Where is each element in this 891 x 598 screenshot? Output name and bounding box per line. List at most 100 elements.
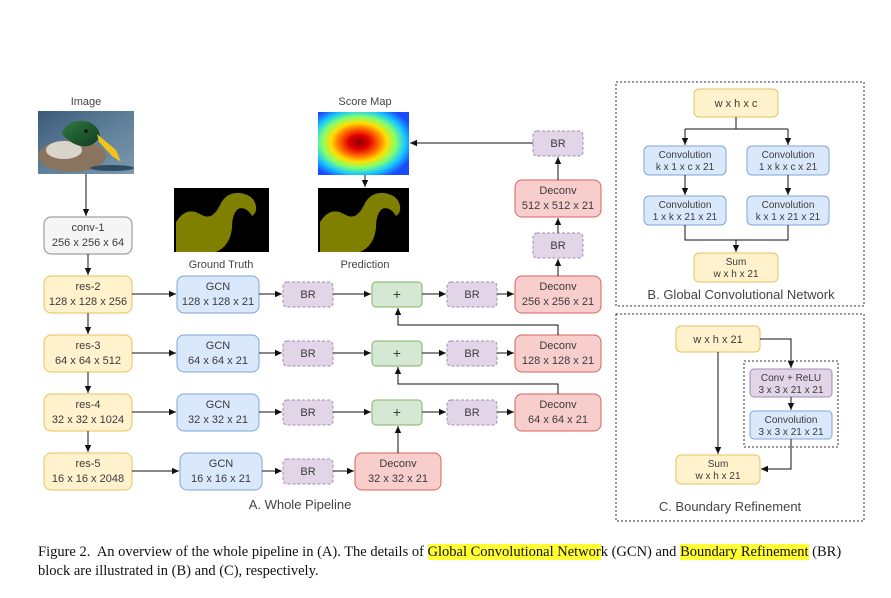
figure-caption: Figure 2. An overview of the whole pipel… bbox=[38, 543, 868, 581]
ground-truth-label: Ground Truth bbox=[189, 259, 254, 271]
svg-text:GCN: GCN bbox=[206, 281, 231, 293]
svg-text:+: + bbox=[393, 286, 401, 302]
svg-text:16 x 16 x 2048: 16 x 16 x 2048 bbox=[52, 473, 124, 485]
deconv-block-row2: Deconv 256 x 256 x 21 bbox=[514, 275, 602, 314]
gcn-conv-right-2: Convolution k x 1 x 21 x 21 bbox=[746, 195, 830, 226]
gcn-sum: Sum w x h x 21 bbox=[693, 252, 779, 283]
caption-text-1: An overview of the whole pipeline in (A)… bbox=[96, 544, 428, 560]
br-block-row3-a: BR bbox=[282, 340, 334, 367]
svg-text:res-2: res-2 bbox=[75, 281, 100, 293]
pipeline-arrows bbox=[82, 139, 562, 475]
deconv-block-top: Deconv 512 x 512 x 21 bbox=[514, 179, 602, 218]
svg-text:+: + bbox=[393, 345, 401, 361]
svg-text:BR: BR bbox=[300, 289, 315, 301]
svg-text:Sum: Sum bbox=[708, 459, 729, 470]
svg-text:conv-1: conv-1 bbox=[71, 222, 104, 234]
gcn-input: w x h x c bbox=[693, 88, 779, 118]
svg-text:Convolution: Convolution bbox=[659, 200, 712, 211]
svg-text:Deconv: Deconv bbox=[539, 281, 577, 293]
svg-text:1 x k x 21 x 21: 1 x k x 21 x 21 bbox=[653, 212, 718, 223]
gcn-conv-left-1: Convolution k x 1 x c x 21 bbox=[643, 145, 727, 176]
ground-truth-image bbox=[174, 188, 269, 252]
svg-text:BR: BR bbox=[464, 289, 479, 301]
svg-text:BR: BR bbox=[300, 348, 315, 360]
svg-text:BR: BR bbox=[550, 138, 565, 150]
deconv-block-row3: Deconv 128 x 128 x 21 bbox=[514, 334, 602, 373]
caption-highlight-gcn: Global Convolutional Networ bbox=[427, 544, 601, 560]
br-block-row3-b: BR bbox=[446, 340, 498, 367]
svg-text:k x 1 x c x 21: k x 1 x c x 21 bbox=[656, 162, 715, 173]
svg-text:1 x k x c x 21: 1 x k x c x 21 bbox=[759, 162, 818, 173]
br-block-row4-b: BR bbox=[446, 399, 498, 426]
svg-text:32 x 32 x 1024: 32 x 32 x 1024 bbox=[52, 414, 124, 426]
caption-text-3: (BR) block are illustrated in (B) and (C… bbox=[38, 544, 842, 579]
svg-text:64 x 64 x 512: 64 x 64 x 512 bbox=[55, 355, 121, 367]
svg-text:w x h x 21: w x h x 21 bbox=[694, 471, 740, 482]
svg-text:+: + bbox=[393, 404, 401, 420]
svg-text:BR: BR bbox=[464, 407, 479, 419]
res4-block: res-4 32 x 32 x 1024 bbox=[43, 393, 133, 432]
br-block-top-1: BR bbox=[532, 130, 584, 157]
svg-text:GCN: GCN bbox=[209, 458, 234, 470]
score-map-label: Score Map bbox=[338, 96, 391, 108]
svg-text:128 x 128 x 21: 128 x 128 x 21 bbox=[522, 355, 594, 367]
svg-text:GCN: GCN bbox=[206, 340, 231, 352]
res3-block: res-3 64 x 64 x 512 bbox=[43, 334, 133, 373]
caption-highlight-br: Boundary Refinement bbox=[680, 544, 809, 560]
br-panel bbox=[615, 313, 865, 522]
br-block-row4-a: BR bbox=[282, 399, 334, 426]
prediction-label: Prediction bbox=[341, 259, 390, 271]
gcn-title: B. Global Convolutional Network bbox=[647, 287, 835, 302]
svg-text:Deconv: Deconv bbox=[539, 399, 577, 411]
br-input: w x h x 21 bbox=[675, 325, 761, 353]
svg-text:256 x 256 x 21: 256 x 256 x 21 bbox=[522, 296, 594, 308]
svg-text:3 x 3 x 21 x 21: 3 x 3 x 21 x 21 bbox=[758, 385, 823, 396]
svg-text:Convolution: Convolution bbox=[765, 415, 818, 426]
deconv-block-row5: Deconv 32 x 32 x 21 bbox=[354, 452, 442, 491]
svg-text:16 x 16 x 21: 16 x 16 x 21 bbox=[191, 473, 251, 485]
svg-text:Sum: Sum bbox=[726, 257, 747, 268]
svg-text:3 x 3 x 21 x 21: 3 x 3 x 21 x 21 bbox=[758, 427, 823, 438]
gcn-conv-left-2: Convolution 1 x k x 21 x 21 bbox=[643, 195, 727, 226]
caption-text-2: k (GCN) and bbox=[600, 544, 681, 560]
caption-lead: Figure 2. bbox=[38, 544, 91, 560]
br-block-row2-b: BR bbox=[446, 281, 498, 308]
svg-text:w x h x c: w x h x c bbox=[714, 98, 758, 110]
res5-block: res-5 16 x 16 x 2048 bbox=[43, 452, 133, 491]
svg-text:32 x 32 x 21: 32 x 32 x 21 bbox=[368, 473, 428, 485]
gcn-block-row4: GCN 32 x 32 x 21 bbox=[176, 393, 260, 432]
svg-text:Deconv: Deconv bbox=[379, 458, 417, 470]
br-block-row2-a: BR bbox=[282, 281, 334, 308]
svg-text:k x 1 x 21 x 21: k x 1 x 21 x 21 bbox=[756, 212, 821, 223]
deconv-block-row4: Deconv 64 x 64 x 21 bbox=[514, 393, 602, 432]
svg-text:64 x 64 x 21: 64 x 64 x 21 bbox=[528, 414, 588, 426]
sum-node-row4: + bbox=[371, 399, 423, 426]
gcn-block-row2: GCN 128 x 128 x 21 bbox=[176, 275, 260, 314]
br-conv-relu: Conv + ReLU 3 x 3 x 21 x 21 bbox=[749, 368, 833, 398]
gcn-arrows bbox=[681, 117, 792, 252]
svg-text:BR: BR bbox=[464, 348, 479, 360]
br-arrows bbox=[714, 338, 795, 473]
svg-text:BR: BR bbox=[300, 466, 315, 478]
br-residual-group bbox=[743, 360, 839, 448]
svg-text:res-5: res-5 bbox=[75, 458, 100, 470]
svg-text:64 x 64 x 21: 64 x 64 x 21 bbox=[188, 355, 248, 367]
gcn-block-row5: GCN 16 x 16 x 21 bbox=[179, 452, 263, 491]
svg-text:w x h x 21: w x h x 21 bbox=[712, 269, 758, 280]
gcn-conv-right-1: Convolution 1 x k x c x 21 bbox=[746, 145, 830, 176]
pipeline-title: A. Whole Pipeline bbox=[249, 497, 352, 512]
br-block-row5: BR bbox=[282, 458, 334, 485]
svg-text:BR: BR bbox=[300, 407, 315, 419]
score-map-image bbox=[318, 112, 409, 175]
svg-text:Deconv: Deconv bbox=[539, 340, 577, 352]
svg-text:BR: BR bbox=[550, 240, 565, 252]
br-title: C. Boundary Refinement bbox=[659, 499, 802, 514]
gcn-panel bbox=[615, 81, 865, 307]
svg-text:Conv + ReLU: Conv + ReLU bbox=[761, 373, 821, 384]
svg-text:w x h x 21: w x h x 21 bbox=[692, 334, 743, 346]
br-sum: Sum w x h x 21 bbox=[675, 454, 761, 485]
svg-text:32 x 32 x 21: 32 x 32 x 21 bbox=[188, 414, 248, 426]
sum-node-row3: + bbox=[371, 340, 423, 367]
svg-text:256 x 256 x 64: 256 x 256 x 64 bbox=[52, 237, 124, 249]
